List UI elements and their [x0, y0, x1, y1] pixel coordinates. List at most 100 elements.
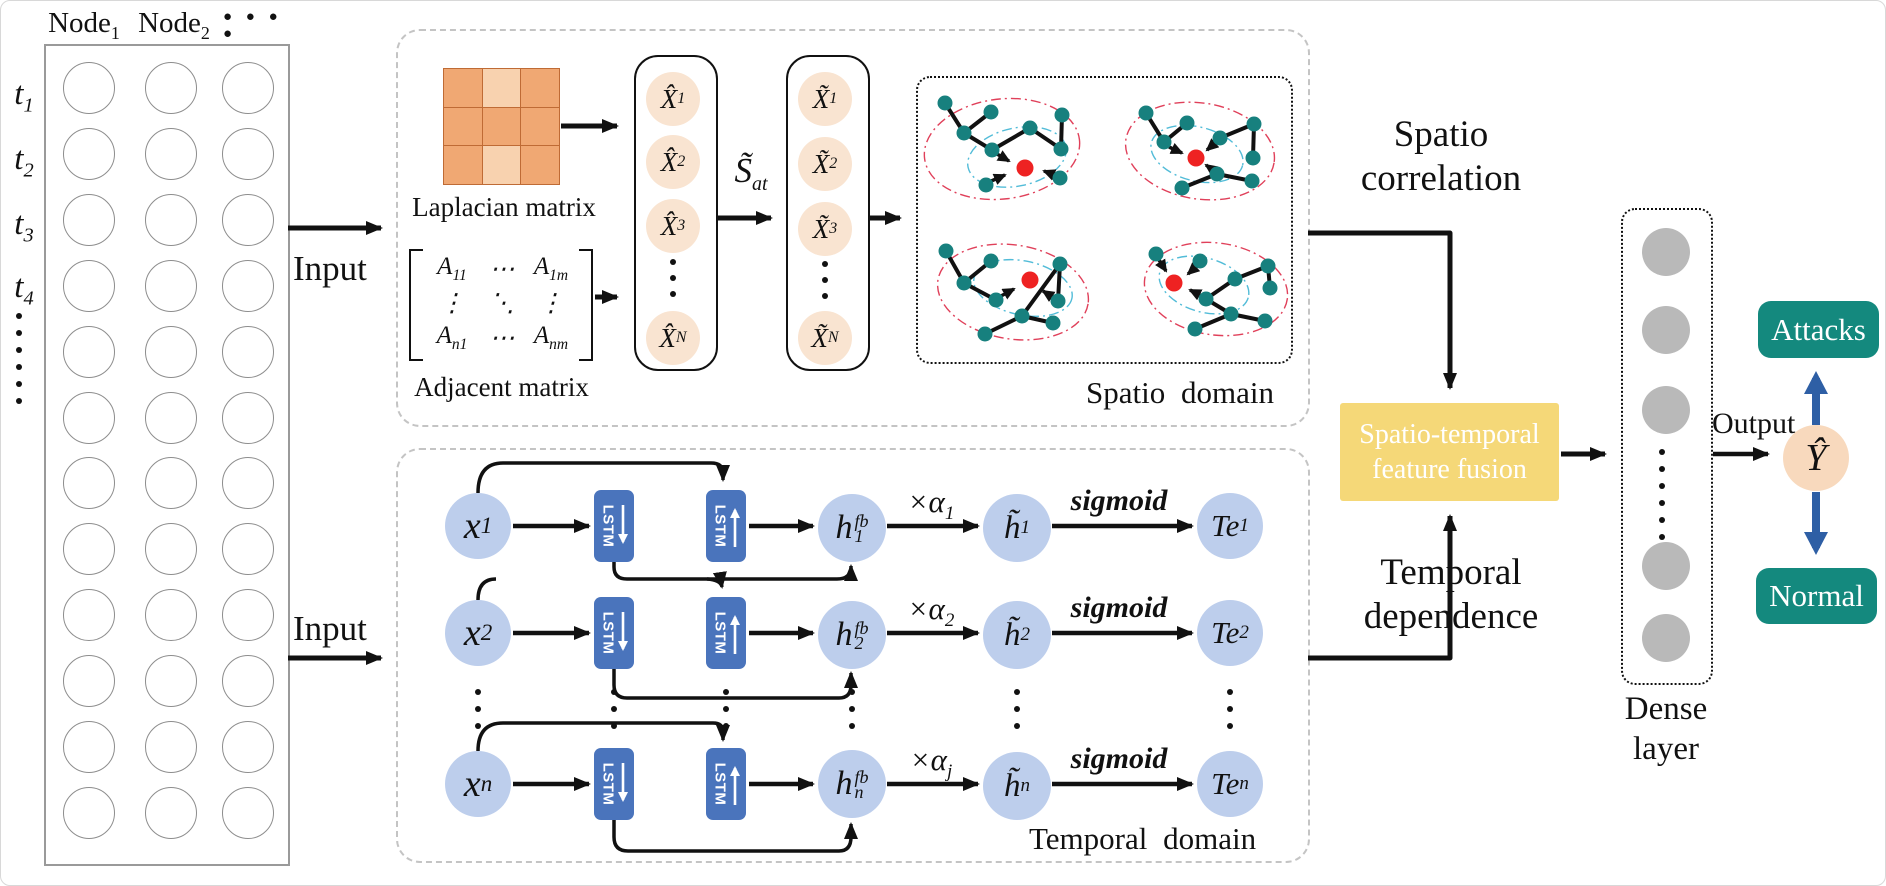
- dense-layer-box: [1621, 208, 1713, 685]
- matrix-cell: [145, 655, 197, 707]
- sigmoid1-label: sigmoid: [1070, 484, 1168, 517]
- matrix-bracket-right: [579, 249, 593, 361]
- spatio-domain-label: Spatio domain: [1086, 375, 1274, 410]
- time-vertical-ellipsis: [16, 313, 22, 404]
- dense-neuron: [1642, 542, 1690, 590]
- matrix-cell: [222, 194, 274, 246]
- alpha2-label: ×α2: [907, 591, 955, 632]
- matrix-cell: [63, 392, 115, 444]
- input-label-top: Input: [293, 249, 367, 288]
- matrix-cell: [63, 721, 115, 773]
- time-label-t1: t1: [14, 76, 34, 117]
- matrix-cell: [63, 326, 115, 378]
- spatio-domain-box: [396, 29, 1310, 427]
- laplacian-cell: [443, 144, 484, 185]
- matrix-cell: [145, 787, 197, 839]
- matrix-cell: [145, 128, 197, 180]
- time-label-t4: t4: [14, 269, 34, 310]
- xhat-1: X̂1: [646, 72, 700, 126]
- adjacency-matrix-label: Adjacent matrix: [414, 372, 589, 402]
- laplacian-matrix: [443, 68, 560, 185]
- matrix-cell: [222, 128, 274, 180]
- laplacian-cell: [481, 106, 522, 147]
- row-ellipsis: [475, 689, 481, 729]
- matrix-cell: [63, 260, 115, 312]
- laplacian-cell: [519, 106, 560, 147]
- matrix-cell: [145, 523, 197, 575]
- xhat-ellipsis: [670, 259, 676, 297]
- matrix-cell: [222, 523, 274, 575]
- matrix-entry: A11: [437, 253, 467, 284]
- input-label-bottom: Input: [293, 609, 367, 648]
- dense-neuron: [1642, 228, 1690, 276]
- laplacian-cell: [519, 68, 560, 109]
- matrix-entry: ⋯: [489, 256, 515, 283]
- matrix-cell: [222, 392, 274, 444]
- column-header-node1: Node1: [48, 7, 120, 43]
- output-label: Output: [1712, 407, 1796, 440]
- matrix-cell: [222, 457, 274, 509]
- row-ellipsis: [1227, 689, 1233, 729]
- matrix-cell: [145, 260, 197, 312]
- row-ellipsis: [723, 689, 729, 729]
- dense-layer-label: Dense layer: [1608, 689, 1724, 769]
- matrix-cell: [222, 62, 274, 114]
- matrix-cell: [145, 62, 197, 114]
- dense-neuron: [1642, 614, 1690, 662]
- matrix-cell: [145, 589, 197, 641]
- matrix-cell: [222, 326, 274, 378]
- xtilde-1: X̃1: [798, 72, 852, 126]
- sigmoid2-label: sigmoid: [1070, 591, 1168, 624]
- matrix-cell: [222, 589, 274, 641]
- matrix-cell: [222, 655, 274, 707]
- sigmoidn-label: sigmoid: [1070, 742, 1168, 775]
- matrix-entry: ⋮: [538, 290, 564, 317]
- laplacian-cell: [519, 144, 560, 185]
- spatio-correlation-line1: Spatio: [1393, 114, 1489, 155]
- htilden-node: h̃n: [983, 752, 1051, 820]
- graph-clusters-box: [916, 76, 1293, 364]
- laplacian-cell: [443, 68, 484, 109]
- dense-label-line2: layer: [1633, 731, 1699, 767]
- matrix-entry: ⋯: [489, 325, 515, 352]
- spatio-correlation-label: Spatio correlation: [1331, 113, 1551, 201]
- dense-label-line1: Dense: [1624, 691, 1708, 727]
- alphaj-label: ×αj: [909, 742, 953, 783]
- row-ellipsis: [849, 689, 855, 729]
- matrix-cell: [63, 787, 115, 839]
- column-header-node2: Node2: [138, 7, 210, 43]
- fusion-line1: Spatio-temporal: [1359, 419, 1540, 450]
- laplacian-cell: [481, 68, 522, 109]
- dense-neuron: [1642, 386, 1690, 434]
- laplacian-matrix-label: Laplacian matrix: [412, 192, 596, 222]
- xtilde-ellipsis: [822, 261, 828, 299]
- laplacian-cell: [481, 144, 522, 185]
- laplacian-cell: [443, 106, 484, 147]
- temporal-dependence-label: Temporal dependence: [1341, 551, 1561, 639]
- xtilde-3: X̃3: [798, 202, 852, 256]
- fusion-line2: feature fusion: [1372, 454, 1527, 485]
- matrix-cell: [63, 194, 115, 246]
- matrix-entry: ⋮: [439, 290, 465, 317]
- alpha1-label: ×α1: [907, 484, 955, 525]
- attacks-box: Attacks: [1758, 301, 1879, 358]
- matrix-cell: [63, 128, 115, 180]
- matrix-cell: [63, 62, 115, 114]
- column-header-ellipsis: ● ● ● ●: [223, 9, 283, 42]
- matrix-cell: [145, 721, 197, 773]
- temporal-dependence-line1: Temporal: [1380, 552, 1522, 593]
- matrix-cell: [63, 655, 115, 707]
- matrix-entry: Anm: [533, 322, 569, 353]
- time-label-t2: t2: [14, 141, 34, 182]
- row-ellipsis: [1014, 689, 1020, 729]
- matrix-cell: [145, 392, 197, 444]
- dense-ellipsis: [1659, 449, 1665, 540]
- dense-neuron: [1642, 306, 1690, 354]
- fusion-box: Spatio-temporal feature fusion: [1340, 403, 1559, 501]
- htilde2-node: h̃2: [983, 601, 1051, 669]
